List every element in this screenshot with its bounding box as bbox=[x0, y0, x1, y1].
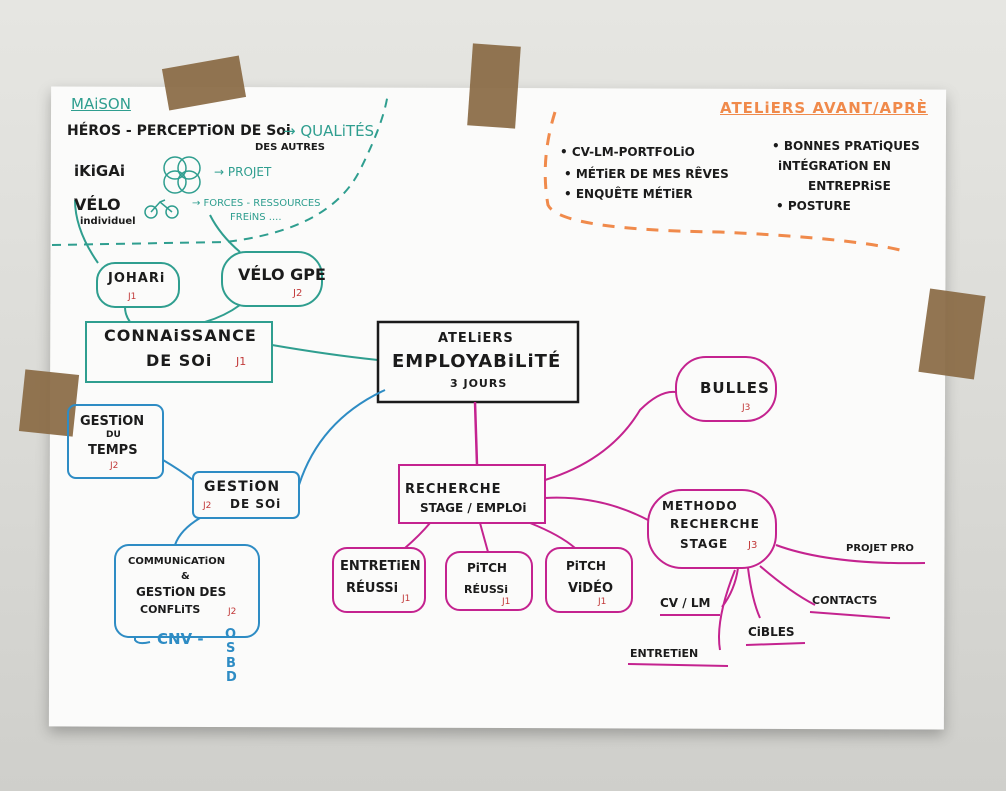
heros-text: HÉROS - PERCEPTiON DE Soi bbox=[67, 123, 291, 139]
ikigai-result: → PROJET bbox=[214, 165, 272, 179]
methodo-day: J3 bbox=[748, 540, 758, 551]
entretien-reussi-1: ENTRETiEN bbox=[340, 559, 421, 574]
bulles-label: BULLES bbox=[700, 379, 770, 397]
cnv-label: CNV - bbox=[157, 630, 204, 648]
contacts-label: CONTACTS bbox=[812, 594, 878, 607]
entretien-reussi-day: J1 bbox=[402, 594, 411, 604]
ateliers-title-line2: EMPLOYABiLiTÉ bbox=[392, 351, 562, 372]
heros-result: → QUALiTÉS bbox=[283, 122, 375, 140]
osbd-s: S bbox=[226, 641, 236, 656]
bulles-day: J3 bbox=[742, 403, 751, 413]
velo-result-2: FREiNS .... bbox=[230, 212, 282, 223]
velo-gpe-day: J2 bbox=[293, 288, 303, 299]
avant-item-3: • ENQUÊTE MÉTiER bbox=[564, 187, 693, 201]
velo-text: VÉLO bbox=[74, 195, 121, 214]
pitch-reussi-2: RÉUSSi bbox=[464, 583, 509, 596]
gestion-temps-2: DU bbox=[106, 430, 121, 440]
connaissance-line1: CONNAiSSANCE bbox=[104, 326, 257, 345]
maison-label: MAiSON bbox=[71, 95, 131, 113]
osbd-d: D bbox=[226, 670, 237, 685]
gestion-temps-3: TEMPS bbox=[88, 443, 138, 458]
osbd-b: B bbox=[226, 656, 236, 671]
comm-line2: & bbox=[181, 571, 190, 582]
johari-label: JOHARi bbox=[108, 271, 166, 286]
velo-result: → FORCES - RESSOURCES bbox=[192, 198, 321, 209]
gestion-soi-line2: DE SOi bbox=[230, 497, 282, 511]
gestion-soi-line1: GESTiON bbox=[204, 479, 281, 495]
recherche-line1: RECHERCHE bbox=[405, 482, 502, 497]
methodo-line1: METHODO bbox=[662, 499, 738, 513]
gestion-temps-1: GESTiON bbox=[80, 414, 145, 429]
cv-lm-label: CV / LM bbox=[660, 596, 711, 610]
apres-item-1: • BONNES PRATiQUES bbox=[772, 139, 920, 153]
johari-day: J1 bbox=[128, 292, 137, 302]
methodo-line3: STAGE bbox=[680, 537, 729, 551]
cibles-label: CiBLES bbox=[748, 625, 795, 639]
avant-item-1: • CV-LM-PORTFOLiO bbox=[560, 145, 695, 159]
gestion-soi-day: J2 bbox=[203, 501, 212, 511]
comm-line1: COMMUNiCATiON bbox=[128, 556, 226, 567]
comm-line4: CONFLiTS bbox=[140, 603, 201, 616]
apres-item-4: • POSTURE bbox=[776, 199, 851, 213]
pitch-video-2: ViDÉO bbox=[568, 581, 614, 596]
apres-item-3: ENTREPRiSE bbox=[808, 179, 891, 193]
ikigai-text: iKiGAi bbox=[74, 162, 125, 180]
comm-line3: GESTiON DES bbox=[136, 585, 227, 599]
ateliers-title-line1: ATELiERS bbox=[438, 331, 514, 346]
avant-item-2: • MÉTiER DE MES RÊVES bbox=[564, 167, 729, 181]
comm-day: J2 bbox=[228, 607, 237, 617]
gestion-temps-day: J2 bbox=[110, 461, 119, 471]
ateliers-avant-title: ATELiERS AVANT/APRÈ bbox=[720, 99, 928, 117]
velo-sub-text: individuel bbox=[80, 216, 136, 227]
connaissance-day: J1 bbox=[236, 355, 247, 368]
projet-pro-label: PROJET PRO bbox=[846, 543, 914, 554]
pitch-video-day: J1 bbox=[598, 597, 607, 607]
connaissance-line2: DE SOi bbox=[146, 351, 213, 370]
pitch-reussi-day: J1 bbox=[502, 597, 511, 607]
ateliers-title-line3: 3 JOURS bbox=[450, 377, 508, 390]
velo-gpe-label: VÉLO GPE bbox=[238, 265, 326, 284]
apres-item-2: iNTÉGRATiON EN bbox=[778, 159, 891, 173]
pitch-reussi-1: PiTCH bbox=[467, 561, 507, 575]
pitch-video-1: PiTCH bbox=[566, 559, 606, 573]
entretien-reussi-2: RÉUSSi bbox=[346, 581, 399, 596]
entretien-label: ENTRETiEN bbox=[630, 647, 699, 660]
methodo-line2: RECHERCHE bbox=[670, 517, 760, 531]
recherche-line2: STAGE / EMPLOi bbox=[420, 501, 527, 515]
osbd-o: O bbox=[225, 627, 237, 642]
heros-sub-text: DES AUTRES bbox=[255, 142, 325, 153]
